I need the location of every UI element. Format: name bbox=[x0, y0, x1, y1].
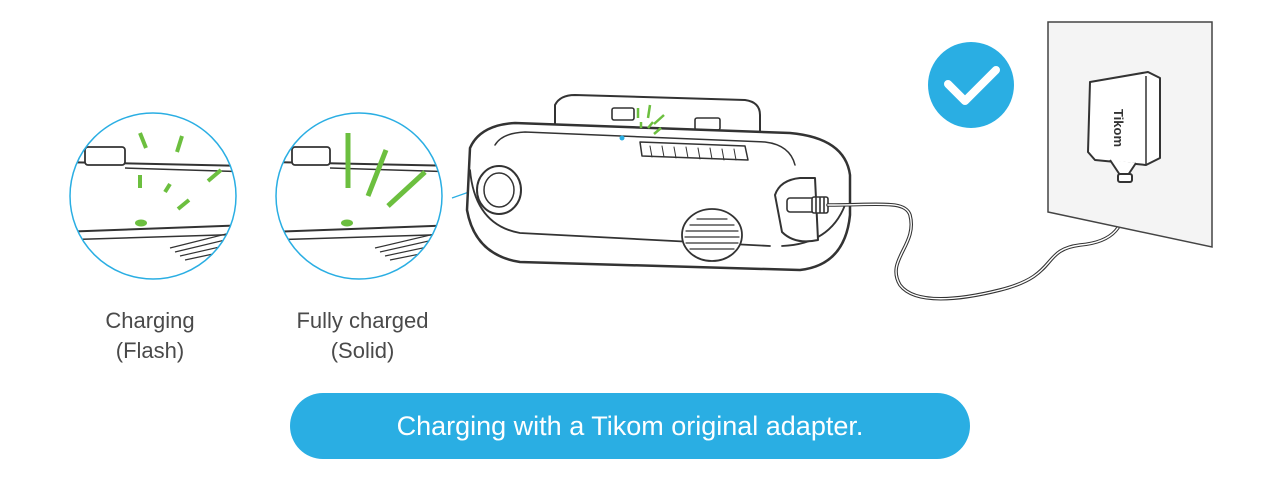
charging-base-device bbox=[465, 94, 852, 272]
caption-charging-line2: (Flash) bbox=[115, 338, 185, 363]
zoom-circle-charging bbox=[69, 112, 237, 280]
led-solid-rays bbox=[345, 133, 427, 208]
check-circle-icon bbox=[928, 42, 1014, 128]
caption-charging: Charging (Flash) bbox=[70, 306, 230, 366]
led-flash-rays bbox=[138, 132, 223, 211]
power-adapter bbox=[1087, 71, 1161, 183]
caption-full-line1: Fully charged bbox=[296, 308, 429, 333]
speaker-grille bbox=[681, 208, 743, 262]
device-led-rays bbox=[636, 104, 665, 135]
led-indicator-dot bbox=[619, 135, 625, 141]
adapter-banner: Charging with a Tikom original adapter. bbox=[290, 393, 970, 459]
caption-charging-line1: Charging bbox=[105, 308, 195, 333]
adapter-brand-text: Tikom bbox=[1111, 109, 1126, 147]
caption-fully-charged: Fully charged (Solid) bbox=[270, 306, 455, 366]
zoom-circle-fully-charged bbox=[275, 112, 443, 280]
caption-full-line2: (Solid) bbox=[330, 338, 395, 363]
dc-plug bbox=[811, 196, 829, 214]
led-dot-full bbox=[341, 219, 353, 227]
led-dot-charging bbox=[135, 219, 147, 227]
